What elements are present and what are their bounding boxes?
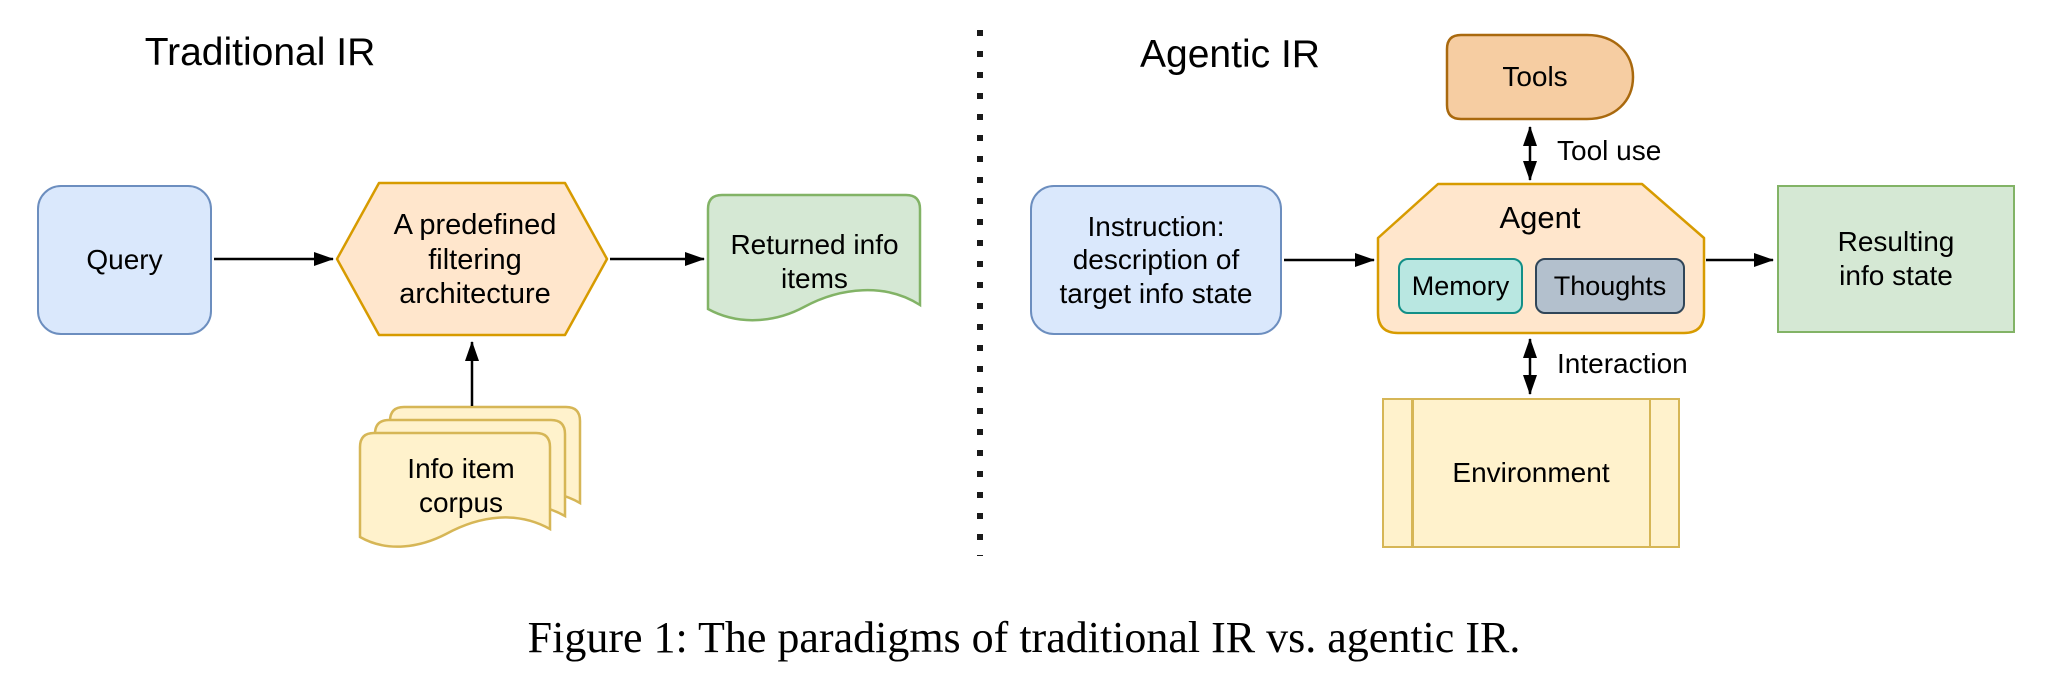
returned-info-label: Returned info items <box>730 229 899 294</box>
agent-label: Agent <box>1499 200 1581 236</box>
filter-architecture-label: A predefined filtering architecture <box>393 208 557 311</box>
environment-node: Environment <box>1382 398 1680 548</box>
instruction-node: Instruction: description of target info … <box>1030 185 1282 335</box>
resulting-info-node: Resulting info state <box>1777 185 2015 333</box>
memory-node: Memory <box>1398 258 1523 314</box>
corpus-stack-icon <box>358 405 582 548</box>
environment-right-bar <box>1648 400 1651 546</box>
panel-title-traditional: Traditional IR <box>144 30 376 74</box>
tool-use-label: Tool use <box>1557 135 1662 167</box>
filter-architecture-hexagon <box>335 181 609 337</box>
environment-label: Environment <box>1452 457 1610 489</box>
environment-left-bar <box>1411 400 1414 546</box>
panel-title-agentic: Agentic IR <box>1140 32 1320 76</box>
corpus-label: Info item corpus <box>407 453 515 518</box>
tools-label: Tools <box>1502 61 1568 93</box>
thoughts-node: Thoughts <box>1535 258 1685 314</box>
tools-node <box>1445 33 1635 121</box>
returned-info-node <box>706 193 922 322</box>
interaction-label: Interaction <box>1557 348 1688 380</box>
query-node: Query <box>37 185 212 335</box>
figure-caption: Figure 1: The paradigms of traditional I… <box>527 613 1521 662</box>
